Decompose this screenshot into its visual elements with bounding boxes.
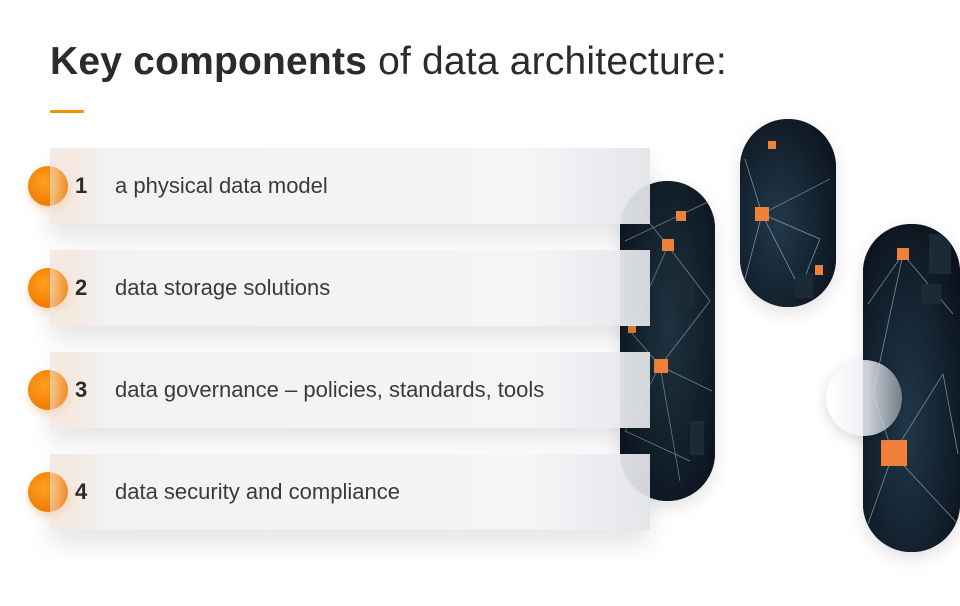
item-label: data governance – policies, standards, t… xyxy=(115,377,545,402)
network-image-middle xyxy=(740,119,836,307)
list-item: 4 data security and compliance xyxy=(28,454,650,530)
item-label: data security and compliance xyxy=(115,479,400,504)
page-title: Key components of data architecture: xyxy=(50,40,727,84)
list-item: 3 data governance – policies, standards,… xyxy=(28,352,650,428)
item-number: 2 xyxy=(75,275,88,300)
list-item: 2 data storage solutions xyxy=(28,250,650,326)
glass-circle-decoration xyxy=(826,360,902,436)
item-number: 3 xyxy=(75,377,88,402)
list-item: 1 a physical data model xyxy=(28,148,650,224)
title-bold: Key components xyxy=(50,40,368,83)
network-image-left xyxy=(620,181,715,501)
item-number: 1 xyxy=(75,173,88,198)
item-label: data storage solutions xyxy=(115,275,331,300)
title-rest: of data architecture: xyxy=(367,40,727,83)
components-list: 1 a physical data model 2 data storage s… xyxy=(28,148,650,530)
item-number: 4 xyxy=(75,479,88,504)
title-underline xyxy=(50,110,84,113)
item-label: a physical data model xyxy=(115,173,328,198)
